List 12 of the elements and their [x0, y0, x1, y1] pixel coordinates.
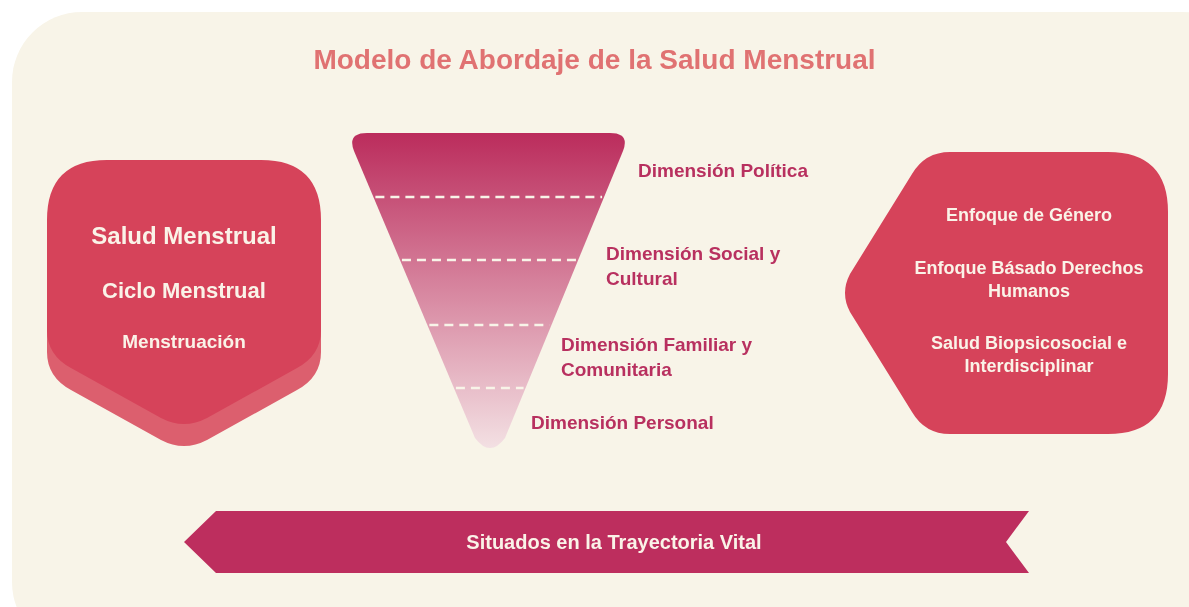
node-label: Situados en la Trayectoria Vital	[465, 530, 763, 555]
dimension-label: Dimensión Personal	[531, 410, 715, 435]
dimension-label: Dimensión Familiar y Comunitaria	[561, 333, 754, 382]
node-label: Salud Biopsicosocial e Interdisciplinar	[929, 331, 1129, 378]
diagram-title: Modelo de Abordaje de la Salud Menstrual	[312, 44, 877, 76]
node-label: Salud Menstrual	[90, 221, 278, 252]
dimension-label: Dimensión Política	[638, 158, 809, 183]
node-label: Ciclo Menstrual	[101, 276, 267, 305]
node-label: Menstruación	[121, 329, 247, 354]
node-label: Enfoque Básado Derechos Humanos	[913, 256, 1145, 303]
node-label: Enfoque de Género	[945, 204, 1113, 228]
dimension-label: Dimensión Social y Cultural	[606, 242, 782, 291]
